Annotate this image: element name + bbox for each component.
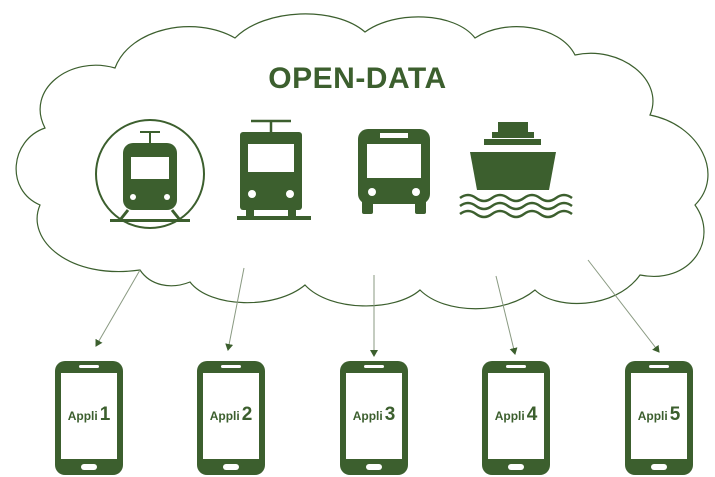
bus-icon xyxy=(358,129,430,214)
metro-icon xyxy=(95,119,205,229)
app-word: Appli xyxy=(67,409,98,423)
app-number: 3 xyxy=(384,404,396,425)
app-word: Appli xyxy=(494,409,525,423)
app-word: Appli xyxy=(352,409,383,423)
app-number: 2 xyxy=(241,404,253,425)
smartphone-icon xyxy=(55,361,123,475)
app-word: Appli xyxy=(209,409,240,423)
arrow-to-app-1 xyxy=(95,269,141,347)
arrow-to-app-4 xyxy=(495,275,518,355)
open-data-title: OPEN-DATA xyxy=(268,62,447,95)
smartphone-icon xyxy=(482,361,550,475)
app-word: Appli xyxy=(637,409,668,423)
arrow-to-app-2 xyxy=(225,267,245,351)
smartphone-icon xyxy=(197,361,265,475)
smartphone-icon xyxy=(625,361,693,475)
ship-icon xyxy=(459,122,573,219)
app-number: 1 xyxy=(99,404,111,425)
app-number: 4 xyxy=(526,404,538,425)
app-number: 5 xyxy=(669,404,681,425)
arrow-to-app-5 xyxy=(587,259,660,353)
tram-icon xyxy=(237,119,311,220)
smartphone-icon xyxy=(340,361,408,475)
